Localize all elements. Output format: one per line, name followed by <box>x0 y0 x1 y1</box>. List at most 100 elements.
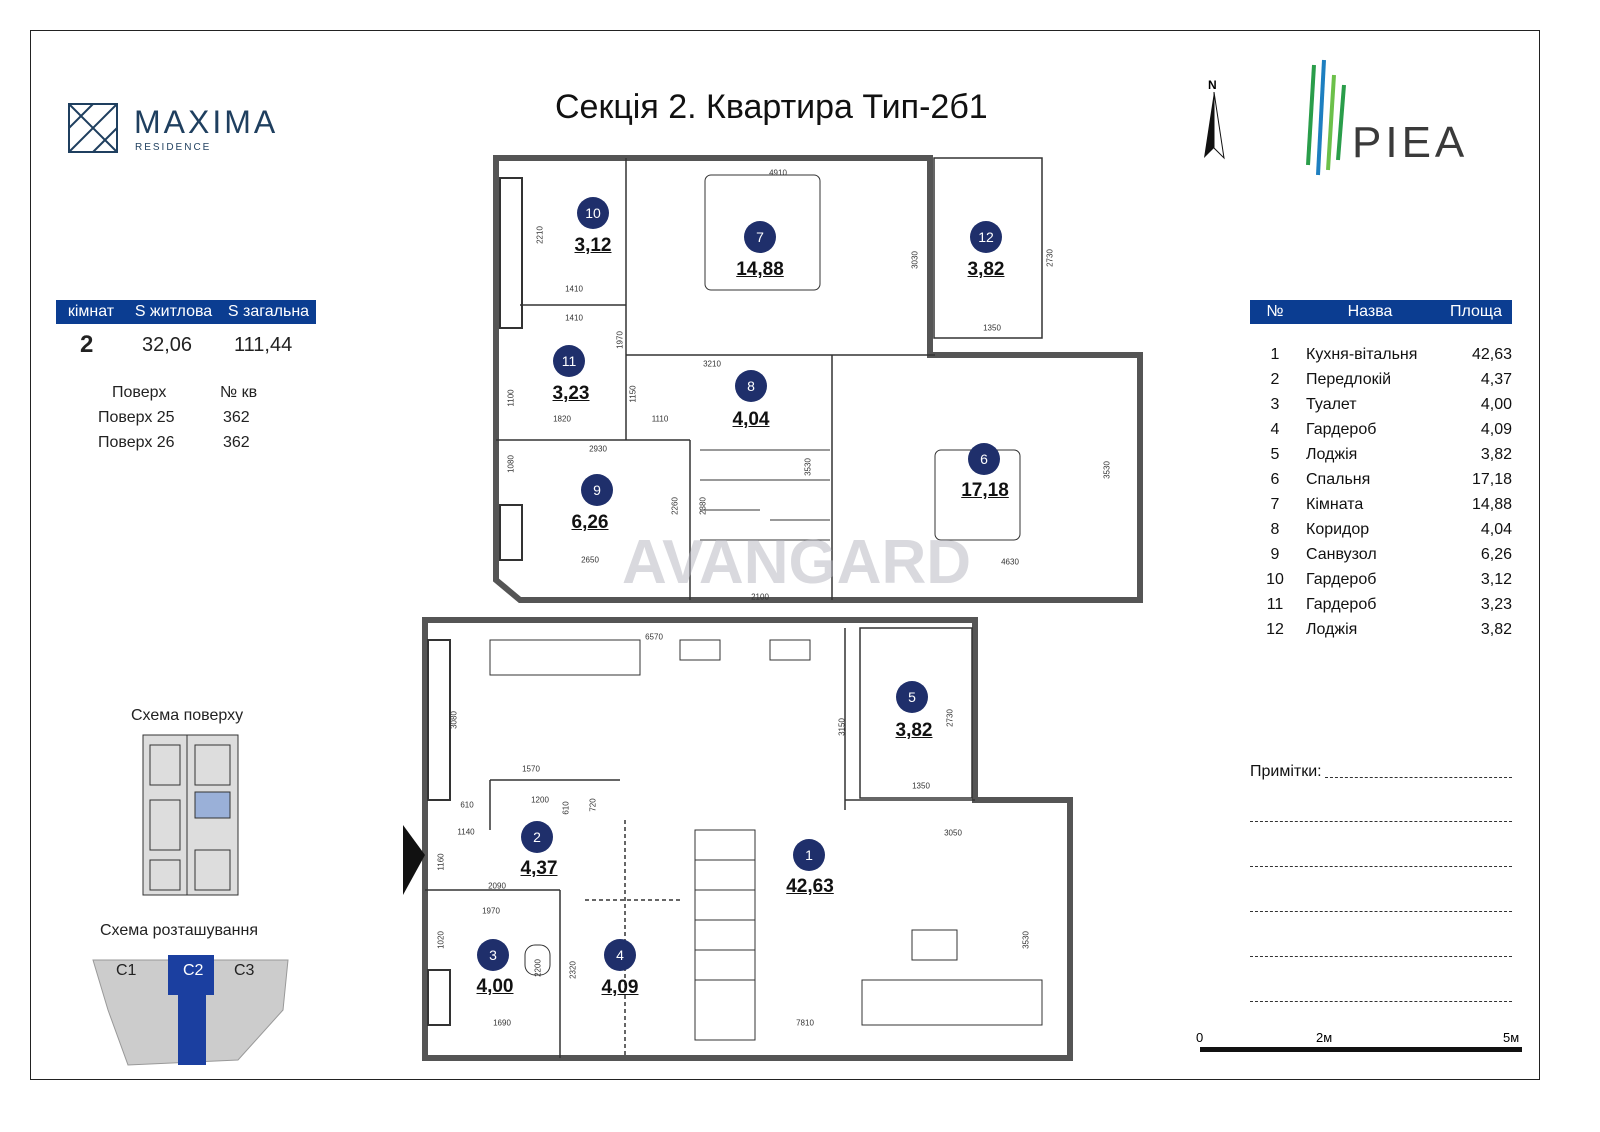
room-name: Кухня-вітальня <box>1306 345 1418 363</box>
room-name: Санвузол <box>1306 545 1377 563</box>
room-name: Кімната <box>1306 495 1364 513</box>
header-living: S житлова <box>134 303 213 320</box>
room-marker-9: 9 <box>581 474 613 506</box>
dimension: 1200 <box>531 795 549 805</box>
dimension: 2090 <box>488 881 506 891</box>
section-c3: C3 <box>234 962 255 979</box>
piea-logo-icon <box>1306 59 1346 176</box>
summary-header: кімнат S житлова S загальна <box>56 300 316 324</box>
dimension: 1970 <box>482 906 500 916</box>
location-scheme-map <box>92 955 289 1066</box>
room-marker-1: 1 <box>793 839 825 871</box>
dimension: 3050 <box>944 828 962 838</box>
room-area-12: 3,82 <box>967 259 1005 280</box>
room-marker-11: 11 <box>553 345 585 377</box>
notes-label: Примітки: <box>1250 763 1322 780</box>
dimension: 6570 <box>645 632 663 642</box>
note-line <box>1250 911 1512 912</box>
room-number: 3 <box>1270 395 1280 413</box>
dimension: 2380 <box>698 497 708 515</box>
room-area-9: 6,26 <box>571 512 609 533</box>
dimension: 4630 <box>1001 557 1019 567</box>
section-c2: C2 <box>183 962 204 979</box>
dimension: 2200 <box>533 959 543 977</box>
location-scheme-label: Схема розташування <box>100 922 259 939</box>
room-number: 7 <box>1270 495 1280 513</box>
dimension: 1140 <box>457 827 475 837</box>
room-number: 12 <box>1266 620 1284 638</box>
room-marker-6: 6 <box>968 443 1000 475</box>
header-area: Площа <box>1450 303 1502 320</box>
dimension: 1970 <box>615 331 625 349</box>
note-line <box>1250 1001 1512 1002</box>
room-area-11: 3,23 <box>552 383 590 404</box>
room-area: 3,82 <box>1480 620 1512 638</box>
room-marker-8: 8 <box>735 370 767 402</box>
room-number: 8 <box>1270 520 1280 538</box>
room-marker-10: 10 <box>577 197 609 229</box>
room-marker-3: 3 <box>477 939 509 971</box>
room-area-6: 17,18 <box>961 480 1009 501</box>
apt-number: 362 <box>223 409 250 426</box>
room-area-7: 14,88 <box>736 259 784 280</box>
room-number: 2 <box>1270 370 1280 388</box>
apt-number: 362 <box>223 434 250 451</box>
north-label: N <box>1208 78 1217 92</box>
room-marker-7: 7 <box>744 221 776 253</box>
dimension: 7810 <box>796 1018 814 1028</box>
header-number: № <box>1266 303 1284 320</box>
dimension: 1410 <box>565 284 583 294</box>
dimension: 2730 <box>1045 249 1055 267</box>
note-line <box>1250 866 1512 867</box>
room-number: 11 <box>1266 595 1284 613</box>
room-name: Туалет <box>1306 395 1357 413</box>
room-area-5: 3,82 <box>895 720 933 741</box>
header-rooms: кімнат <box>67 303 115 320</box>
scale-label-5m: 5м <box>1503 1030 1520 1045</box>
maxima-name: MAXIMA <box>134 104 279 140</box>
room-marker-2: 2 <box>521 821 553 853</box>
dimension: 610 <box>561 801 571 815</box>
dimension: 1350 <box>912 781 930 791</box>
dimension: 2650 <box>581 555 599 565</box>
floor-scheme-label: Схема поверху <box>131 707 244 724</box>
maxima-sub: RESIDENCE <box>135 142 212 153</box>
room-area-10: 3,12 <box>574 235 612 256</box>
scale-label-0: 0 <box>1196 1030 1204 1045</box>
dimension: 4910 <box>769 168 787 178</box>
total-area: 111,44 <box>234 334 293 356</box>
page-title: Секція 2. Квартира Тип-2б1 <box>555 88 988 126</box>
north-arrow-icon <box>1204 92 1225 160</box>
room-area-4: 4,09 <box>601 977 639 998</box>
room-number: 10 <box>1266 570 1284 588</box>
dimension: 3210 <box>703 359 721 369</box>
note-line <box>1250 821 1512 822</box>
dimension: 1570 <box>522 764 540 774</box>
dimension: 3150 <box>837 718 847 736</box>
room-area-2: 4,37 <box>520 858 558 879</box>
rooms-count: 2 <box>80 331 94 358</box>
note-line <box>1325 777 1512 778</box>
dimension: 3030 <box>910 251 920 269</box>
dimension: 1110 <box>651 414 669 424</box>
room-name: Спальня <box>1306 470 1371 488</box>
dimension: 3530 <box>803 458 813 476</box>
room-number: 5 <box>1270 445 1280 463</box>
dimension: 3080 <box>449 711 459 729</box>
room-name: Передлокій <box>1306 370 1392 388</box>
note-line <box>1250 956 1512 957</box>
room-area: 17,18 <box>1471 470 1512 488</box>
room-area-1: 42,63 <box>786 876 834 897</box>
entrance-arrow-icon <box>403 825 425 895</box>
dimension: 2210 <box>535 226 545 244</box>
apt-header: № кв <box>220 384 258 401</box>
room-name: Лоджія <box>1306 620 1358 638</box>
dimension: 1820 <box>553 414 571 424</box>
header-name: Назва <box>1347 303 1393 320</box>
